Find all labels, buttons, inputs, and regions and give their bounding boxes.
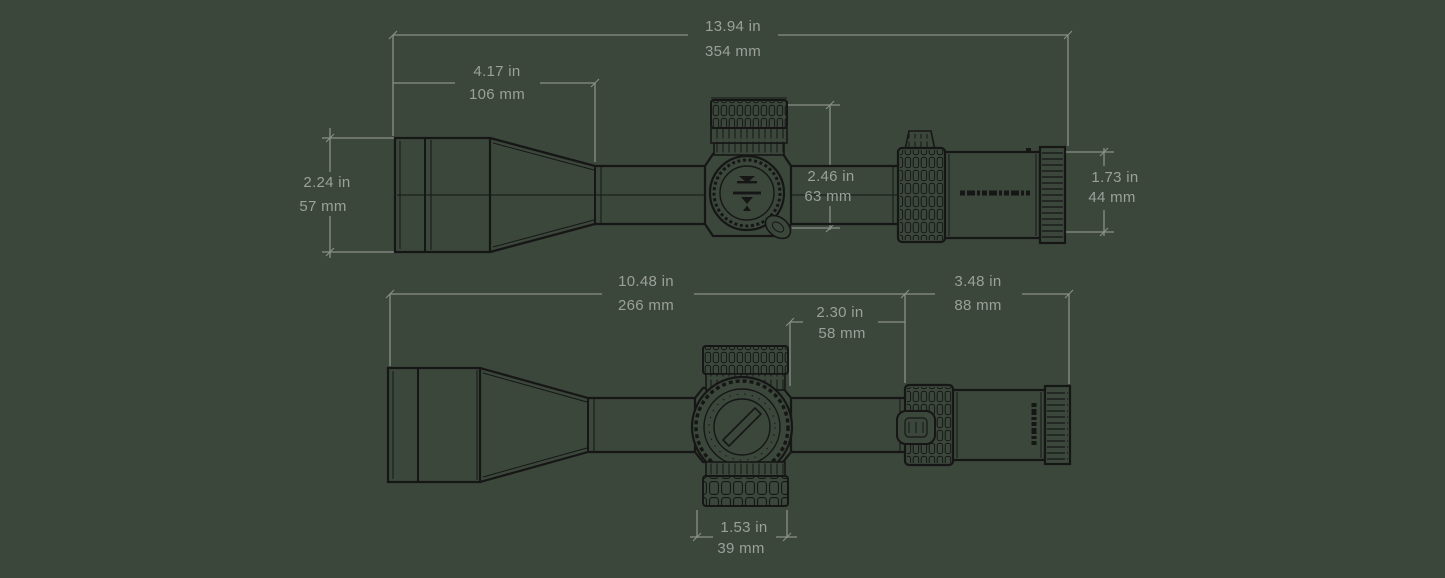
- dim-front-and-ocular-lines: [389, 293, 1070, 384]
- diopter-ring-top: [1038, 145, 1067, 245]
- eyepiece-top: [943, 148, 1042, 240]
- diopter-ring-side: [1043, 384, 1072, 466]
- side-view: [386, 345, 1072, 507]
- dim-saddle-height-lines: [788, 104, 840, 230]
- dim-windage-width-mm: 39 mm: [717, 540, 765, 557]
- dim-overall-length-mm: 354 mm: [705, 43, 761, 60]
- dim-rear-tube-mm: 58 mm: [818, 325, 866, 342]
- dim-eyepiece-diameter-in: 1.73 in: [1091, 169, 1139, 186]
- index-dot: [1026, 148, 1031, 152]
- dim-ocular-section-mm: 88 mm: [954, 297, 1002, 314]
- dim-front-section-in: 10.48 in: [618, 273, 674, 290]
- battery-cap-slot: [721, 406, 763, 448]
- dimension-end-ticks: [325, 30, 1109, 542]
- top-view: [393, 97, 1067, 254]
- dim-objective-length-lines: [393, 82, 596, 162]
- dim-eyepiece-diameter-lines: [1066, 148, 1114, 236]
- dim-eyepiece-diameter-mm: 44 mm: [1088, 189, 1136, 206]
- dim-objective-length-in: 4.17 in: [473, 63, 521, 80]
- dim-objective-diameter-lines: [322, 128, 395, 258]
- objective-bell-side: [386, 366, 589, 484]
- elevation-turret-top: [708, 154, 792, 240]
- objective-bell-top: [393, 136, 596, 254]
- zero-stop-lever: [764, 214, 792, 240]
- dimension-lines: [322, 30, 1114, 542]
- eyepiece-side: [951, 388, 1047, 462]
- dim-rear-tube-in: 2.30 in: [816, 304, 864, 321]
- dim-rear-tube-lines: [789, 321, 905, 386]
- dim-front-section-mm: 266 mm: [618, 297, 674, 314]
- dim-windage-width-in: 1.53 in: [720, 519, 768, 536]
- dim-overall-length-lines: [392, 34, 1069, 146]
- dim-saddle-height-mm: 63 mm: [804, 188, 852, 205]
- magnification-ring-side: [896, 383, 955, 467]
- dim-objective-diameter-in: 2.24 in: [303, 174, 351, 191]
- dim-objective-length-mm: 106 mm: [469, 86, 525, 103]
- magnification-ring-top: [896, 130, 947, 244]
- dim-saddle-height-in: 2.46 in: [807, 168, 855, 185]
- throw-lever-side: [896, 410, 936, 445]
- dim-overall-length-in: 13.94 in: [705, 18, 761, 35]
- dim-windage-width-lines: [690, 510, 797, 538]
- windage-turret-side: [702, 461, 789, 507]
- dim-objective-diameter-mm: 57 mm: [299, 198, 347, 215]
- windage-turret-top: [710, 97, 788, 156]
- dim-ocular-section-in: 3.48 in: [954, 273, 1002, 290]
- turret-index-marks: [733, 176, 761, 211]
